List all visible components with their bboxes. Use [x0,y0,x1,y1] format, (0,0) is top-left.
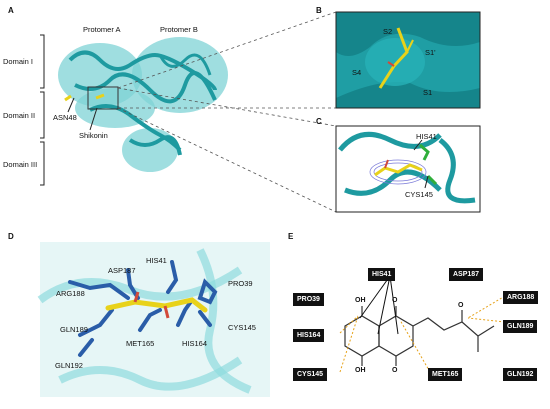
panel-d-letter: D [8,232,14,241]
cys145-tag: CYS145 [293,368,328,381]
gln192-label: GLN192 [55,361,83,370]
his41-c-label: HIS41 [416,132,437,141]
o-side-label: O [458,302,464,309]
his164-tag: HIS164 [293,329,325,342]
panel-a-letter: A [8,6,14,15]
gln192-tag: GLN192 [503,368,538,381]
arg188-label: ARG188 [56,289,85,298]
arg188-tag: ARG188 [503,291,539,304]
s2-label: S2 [383,27,393,36]
cys145-c-label: CYS145 [405,190,433,199]
protomer-b-label: Protomer B [160,25,198,34]
his41-tag: HIS41 [368,268,396,281]
gln189-label: GLN189 [60,325,88,334]
panel-c-site [335,125,481,213]
met165-label: MET165 [126,339,155,348]
his41-lines [359,275,399,335]
panel-d-site [37,242,270,397]
his41-d-label: HIS41 [146,256,167,265]
his164-label: HIS164 [182,339,208,348]
domain-1-label: Domain I [3,57,34,66]
panel-e-letter: E [288,232,294,241]
oh-top-label: OH [355,297,366,304]
asp187-label: ASP187 [108,266,136,275]
asp187-tag: ASP187 [449,268,484,281]
pro39-tag: PRO39 [293,293,324,306]
panel-a-structure [58,37,228,172]
met165-tag: MET165 [428,368,463,381]
domain-2-label: Domain II [3,111,36,120]
panel-e-structure [344,306,495,366]
panel-b-letter: B [316,6,322,15]
s4-label: S4 [352,68,362,77]
s1-prime-label: S1' [425,48,436,57]
panel-b-surface [335,11,481,109]
s1-label: S1 [423,88,433,97]
domain-brackets [40,34,45,186]
domain-3-label: Domain III [3,160,38,169]
o-top-label: O [392,297,398,304]
hbond-lines [339,295,506,373]
asn48-label: ASN48 [53,113,77,122]
gln189-tag: GLN189 [503,320,538,333]
pro39-label: PRO39 [228,279,253,288]
protomer-a-label: Protomer A [83,25,121,34]
cys145-d-label: CYS145 [228,323,256,332]
panel-c-letter: C [316,117,322,126]
oh-bottom-label: OH [355,367,366,374]
shikonin-label: Shikonin [79,131,108,140]
o-bottom-label: O [392,367,398,374]
